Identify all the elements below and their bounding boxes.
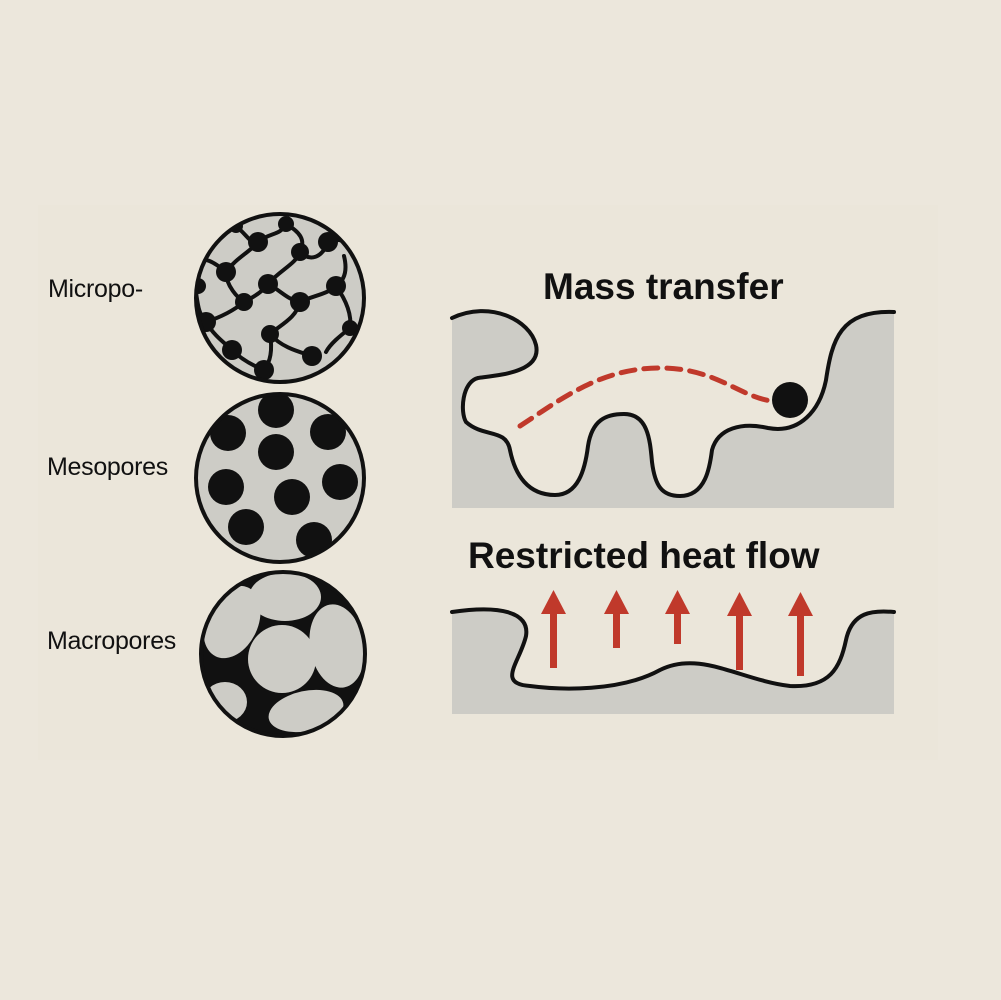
mesopores-circle [194, 392, 366, 564]
heat-flow-diagram [450, 590, 896, 714]
mass-transfer-outline [450, 309, 896, 499]
heat-arrows [541, 590, 813, 676]
micropore-network [196, 216, 362, 380]
micropores-circle [194, 212, 366, 384]
mass-transfer-diagram [450, 309, 896, 508]
diffusion-path [517, 365, 783, 429]
heat-flow-title: Restricted heat flow [468, 535, 820, 576]
macropores-label: Macropores [47, 627, 176, 655]
mass-transfer-solid [452, 311, 894, 508]
diffusing-molecule [772, 382, 808, 418]
heat-flow-solid [452, 609, 894, 714]
arrow-up-icon [604, 590, 629, 648]
arrow-up-icon [665, 590, 690, 644]
arrow-up-icon [541, 590, 566, 668]
arrow-up-icon [788, 592, 813, 676]
micropores-label: Micropo- [48, 275, 143, 303]
mesopore-dots [208, 394, 358, 558]
mesopores-label: Mesopores [47, 453, 168, 481]
macropores-circle [199, 570, 367, 738]
heat-flow-outline [450, 607, 896, 691]
arrow-up-icon [727, 592, 752, 670]
mass-transfer-title: Mass transfer [543, 266, 784, 307]
